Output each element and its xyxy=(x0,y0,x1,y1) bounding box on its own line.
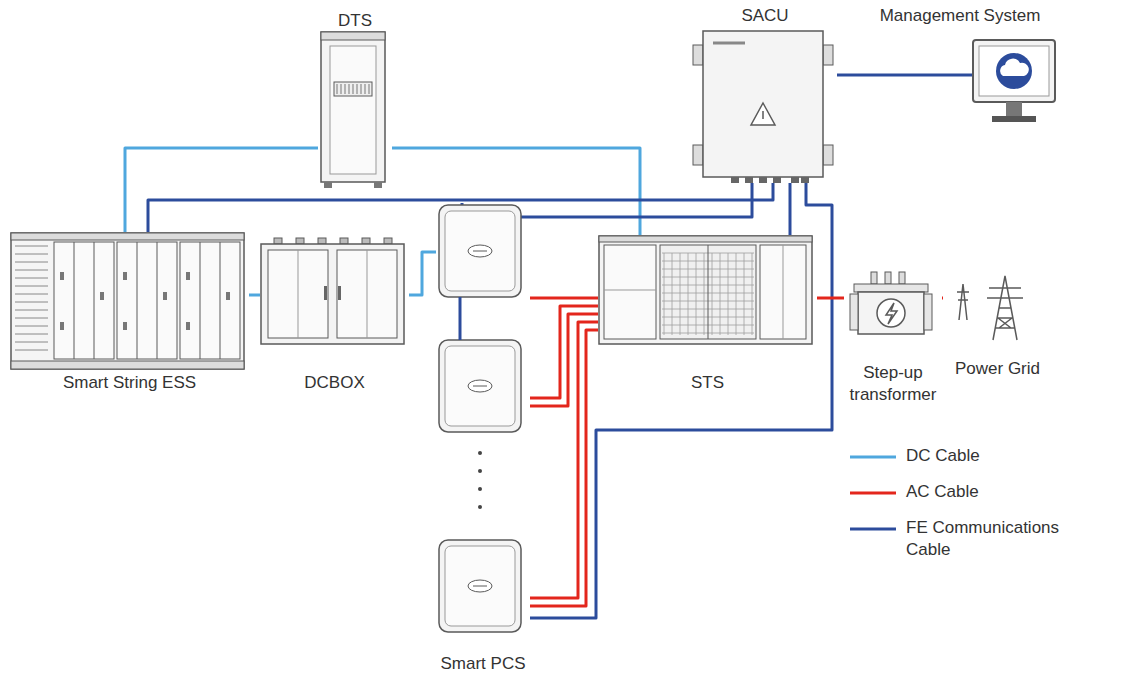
equipment-node: DCBOX xyxy=(260,238,409,394)
equipment-illustration xyxy=(858,5,1058,150)
legend-text: AC Cable xyxy=(906,481,1081,503)
ac-cable xyxy=(530,298,598,606)
equipment-node: DTS xyxy=(318,10,392,190)
equipment-illustration xyxy=(598,235,813,394)
legend-row: AC Cable xyxy=(850,481,1081,503)
ac-cable xyxy=(817,297,844,300)
equipment-label: DCBOX xyxy=(260,372,409,394)
equipment-label: Power Grid xyxy=(943,358,1052,380)
equipment-illustration xyxy=(10,232,245,394)
equipment-node: Step-up transformer xyxy=(844,270,942,406)
equipment-illustration xyxy=(436,203,526,675)
equipment-node: SACU xyxy=(693,5,837,183)
legend-row: FE Communications Cable xyxy=(850,517,1081,561)
legend: DC Cable AC Cable FE Communications Cable xyxy=(850,445,1081,575)
equipment-label: SACU xyxy=(693,5,837,27)
equipment-label: STS xyxy=(598,372,817,394)
legend-row: DC Cable xyxy=(850,445,1081,467)
legend-line-sample xyxy=(850,519,896,539)
dc-cable xyxy=(409,252,436,295)
legend-line-sample xyxy=(850,483,896,503)
legend-line-sample xyxy=(850,447,896,467)
equipment-label: Management System xyxy=(858,5,1062,27)
dc-cable xyxy=(249,294,260,297)
legend-text: FE Communications Cable xyxy=(906,517,1081,561)
equipment-illustration xyxy=(318,10,388,190)
equipment-label: DTS xyxy=(318,10,392,32)
fe-communications-cable xyxy=(530,183,832,618)
equipment-label: Smart String ESS xyxy=(10,372,249,394)
equipment-node: Smart String ESS xyxy=(10,232,249,394)
dc-cable xyxy=(125,148,318,232)
equipment-node: Smart PCS xyxy=(436,203,530,675)
equipment-label: Smart PCS xyxy=(436,653,530,675)
equipment-illustration xyxy=(693,5,833,183)
ac-cable xyxy=(942,297,943,300)
equipment-label: Step-up transformer xyxy=(844,362,942,406)
equipment-illustration xyxy=(260,238,405,394)
fe-communications-cable xyxy=(837,74,858,77)
equipment-node: STS xyxy=(598,235,817,394)
equipment-node: Management System xyxy=(858,5,1062,150)
equipment-node: Power Grid xyxy=(943,262,1052,380)
legend-text: DC Cable xyxy=(906,445,1081,467)
fe-communications-cable xyxy=(789,183,792,235)
